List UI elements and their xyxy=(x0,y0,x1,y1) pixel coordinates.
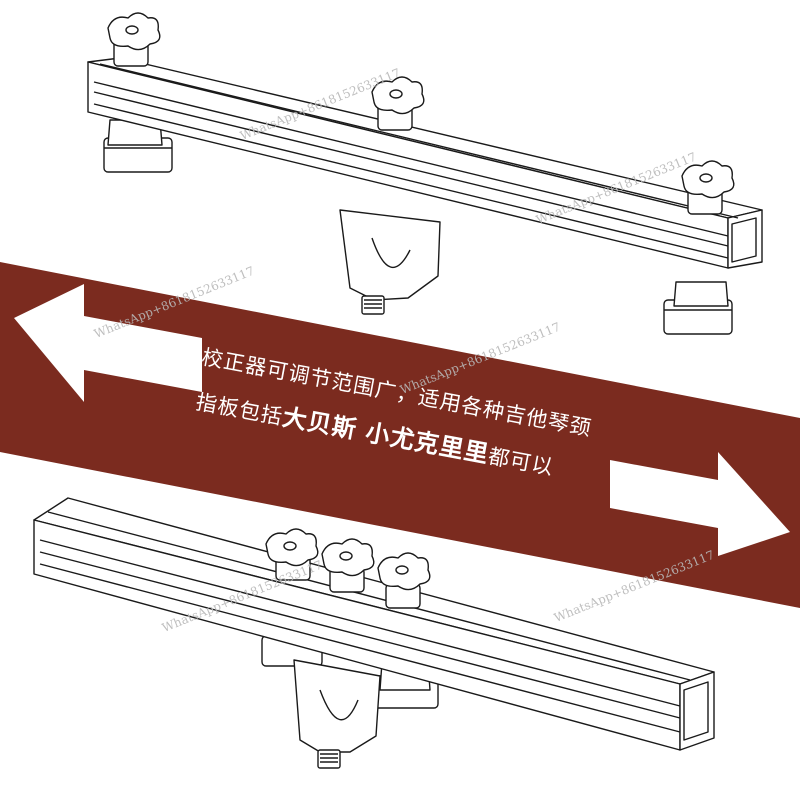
bottom-knob-left xyxy=(265,528,319,581)
top-knob-middle xyxy=(371,76,425,131)
bottom-knob-middle xyxy=(321,538,375,593)
top-knob-right xyxy=(681,160,735,215)
top-rail-end-face xyxy=(727,209,763,269)
top-neck-relief-jig xyxy=(87,12,763,335)
bottom-center-clamp xyxy=(293,659,381,753)
bottom-knob-right xyxy=(377,552,431,609)
bottom-neck-relief-jig xyxy=(33,497,715,769)
left-arrow xyxy=(14,284,202,402)
right-arrow xyxy=(610,452,790,556)
top-knob-left xyxy=(107,12,161,67)
top-center-clamp xyxy=(339,209,441,301)
bottom-rail-end-face xyxy=(679,671,715,751)
